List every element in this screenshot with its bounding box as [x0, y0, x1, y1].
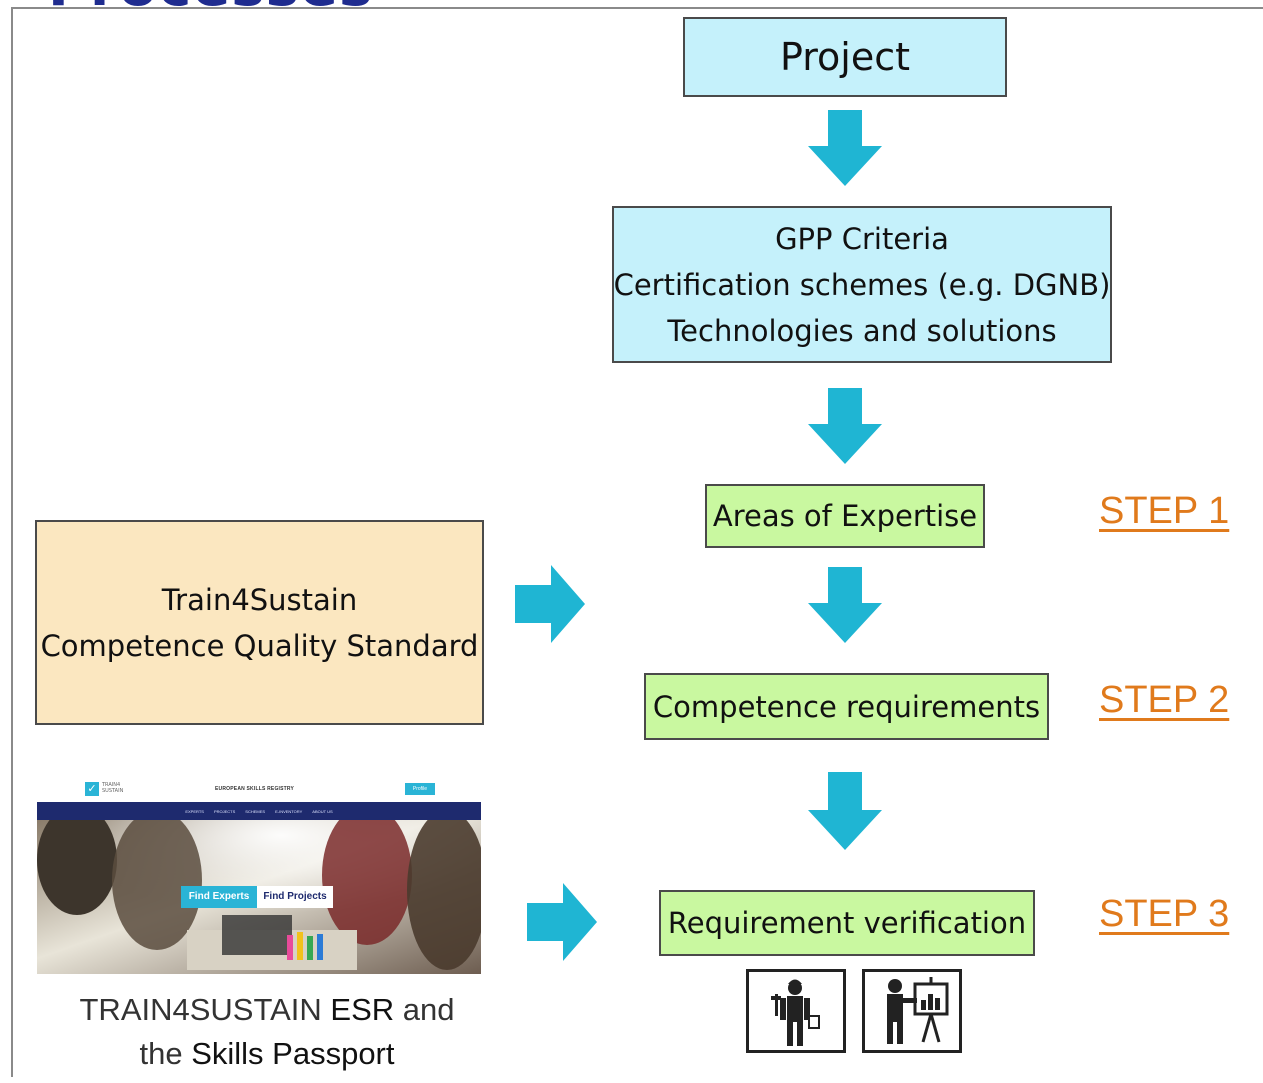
competence-box: Competence requirements — [644, 673, 1049, 740]
step-1-label: STEP 1 — [1099, 490, 1230, 532]
down-arrow-3 — [808, 567, 882, 643]
caption-text-the: the — [139, 1036, 192, 1071]
nav-inventory[interactable]: E-INVENTORY — [275, 808, 303, 814]
areas-label: Areas of Expertise — [712, 499, 978, 533]
hero-photo-image — [37, 820, 481, 974]
caption-esr: ESR — [330, 992, 395, 1027]
site-title: EUROPEAN SKILLS REGISTRY — [215, 786, 295, 792]
caption-text-and: and — [394, 992, 455, 1027]
areas-box: Areas of Expertise — [705, 484, 985, 548]
right-arrow-standard — [515, 565, 585, 643]
check-logo-icon: ✓ — [85, 782, 99, 796]
standard-line-2: Competence Quality Standard — [40, 628, 479, 663]
nav-schemes[interactable]: SCHEMES — [245, 808, 266, 814]
step-3-label: STEP 3 — [1099, 893, 1230, 935]
esr-website-screenshot: ✓ TRAIN4 SUSTAIN EUROPEAN SKILLS REGISTR… — [37, 776, 481, 974]
standard-line-1: Train4Sustain — [161, 582, 358, 617]
nav-about[interactable]: ABOUT US — [312, 808, 333, 814]
profile-button[interactable]: Profile — [405, 783, 435, 795]
logo-text-2: SUSTAIN — [102, 788, 124, 794]
competence-label: Competence requirements — [652, 689, 1041, 724]
down-arrow-4 — [808, 772, 882, 850]
content-frame — [11, 7, 1263, 1077]
nav-projects[interactable]: PROJECTS — [213, 808, 236, 814]
site-header: ✓ TRAIN4 SUSTAIN EUROPEAN SKILLS REGISTR… — [37, 776, 481, 802]
site-nav: EXPERTS PROJECTS SCHEMES E-INVENTORY ABO… — [37, 802, 481, 820]
find-experts-tab[interactable]: Find Experts — [181, 886, 257, 908]
caption-text: TRAIN4SUSTAIN — [79, 992, 331, 1027]
esr-caption: TRAIN4SUSTAIN ESR and the Skills Passpor… — [37, 988, 497, 1076]
verification-box: Requirement verification — [659, 890, 1035, 956]
find-projects-tab[interactable]: Find Projects — [257, 886, 333, 908]
criteria-line-1: GPP Criteria — [775, 221, 949, 256]
down-arrow-2 — [808, 388, 882, 464]
worker-icon — [746, 969, 846, 1053]
logo-text-1: TRAIN4 — [102, 782, 121, 788]
caption-skills-passport: Skills Passport — [191, 1036, 395, 1071]
standard-box: Train4Sustain Competence Quality Standar… — [35, 520, 484, 725]
site-logo-text: TRAIN4 SUSTAIN — [102, 782, 123, 794]
criteria-line-2: Certification schemes (e.g. DGNB) — [613, 267, 1111, 302]
verification-label: Requirement verification — [667, 906, 1027, 940]
right-arrow-esr — [527, 883, 597, 961]
down-arrow-1 — [808, 110, 882, 186]
presenter-icon — [862, 969, 962, 1053]
project-box: Project — [683, 17, 1007, 97]
criteria-box: GPP Criteria Certification schemes (e.g.… — [612, 206, 1112, 363]
project-label: Project — [779, 35, 910, 79]
criteria-line-3: Technologies and solutions — [667, 313, 1057, 348]
nav-experts[interactable]: EXPERTS — [185, 808, 204, 814]
step-2-label: STEP 2 — [1099, 679, 1230, 721]
